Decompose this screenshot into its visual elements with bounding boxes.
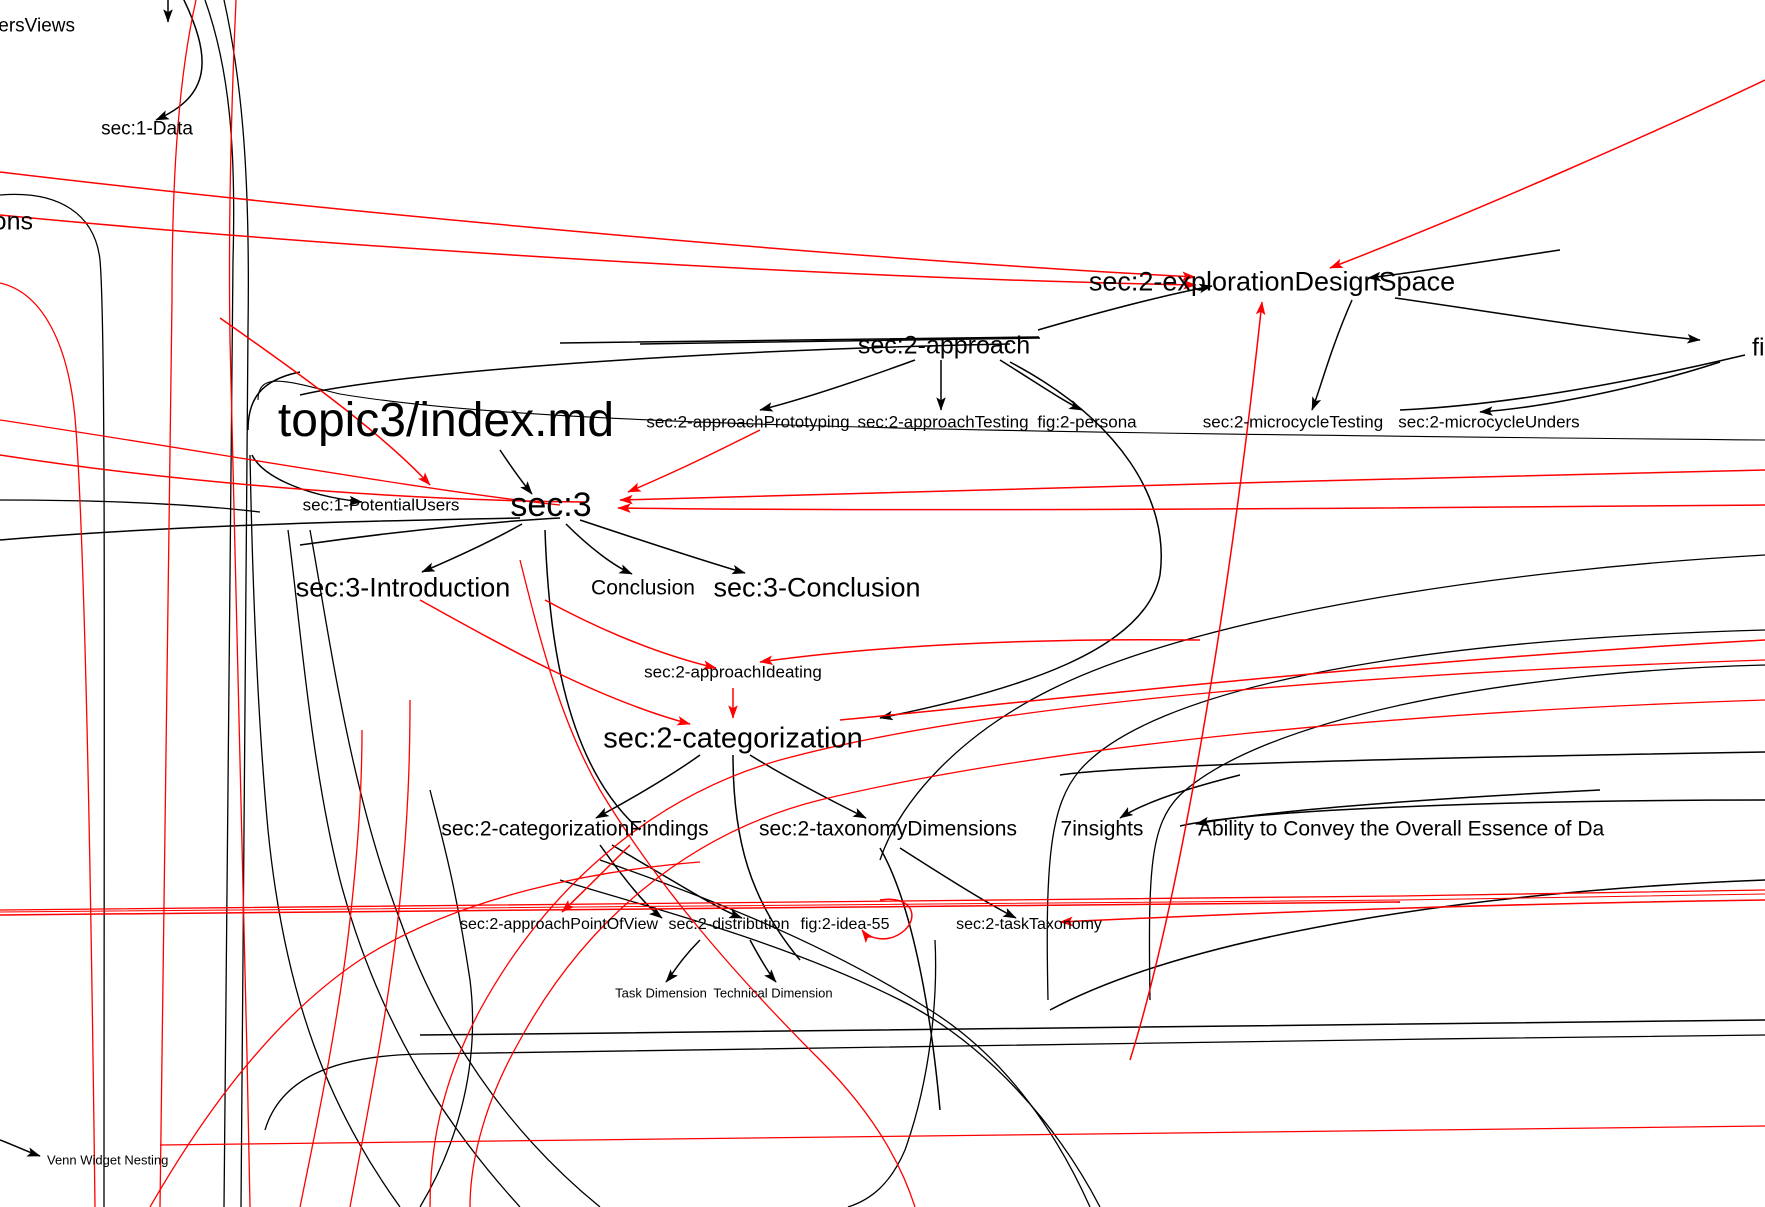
graph-node[interactable]: fig [1752,333,1765,362]
graph-node[interactable]: -ProjectPartnersViews [0,15,75,37]
graph-node[interactable]: Conclusion [591,576,695,600]
graph-node[interactable]: sec:3-Introduction [295,572,511,603]
graph-node[interactable]: Technical Dimension [713,985,833,1001]
graph-node[interactable]: sec:2-categorization [603,722,863,755]
graph-node[interactable]: sec:2-approachIdeating [644,662,822,682]
graph-node[interactable]: sec:2-categorizationFindings [441,817,709,841]
graph-node[interactable]: sec:2-approach [857,331,1031,360]
graph-node[interactable]: fig:2-idea-55 [800,916,890,933]
graph-node[interactable]: sec:2-taxonomyDimensions [759,817,1017,841]
graph-node[interactable]: sec:3 [510,486,592,524]
graph-node[interactable]: topic3/index.md [277,394,615,447]
graph-node[interactable]: sec:2-microcycleUnders [1398,412,1580,432]
graph-node[interactable]: 7insights [1060,817,1144,841]
backlink-edges [0,79,1765,1061]
graph-node[interactable]: sec:2-explorationDesignSpace [1088,266,1456,297]
graph-node[interactable]: Ability to Convey the Overall Essence of… [1198,817,1605,841]
graph-node[interactable]: sec:2-microcycleTesting [1202,412,1384,432]
graph-node[interactable]: Task Dimension [615,985,707,1001]
graph-node[interactable]: sec:1-Data [101,118,193,140]
graph-node[interactable]: sec:2-taskTaxonomy [956,916,1102,933]
graph-node[interactable]: sec:2-approachPointOfView [459,916,659,933]
graph-node[interactable]: sec:3-Conclusion [713,572,921,603]
graph-node[interactable]: fig:2-persona [1037,412,1137,432]
graph-node[interactable]: sec:1-PotentialUsers [302,495,460,515]
graph-node[interactable]: sec:2-distribution [668,916,790,933]
graph-node[interactable]: sec:2-approachPrototyping [646,412,850,432]
forward-edges [0,0,1765,1157]
graph-node[interactable]: sec:2-approachTesting [857,412,1029,432]
graph-node[interactable]: Venn Widget Nesting [47,1152,169,1168]
